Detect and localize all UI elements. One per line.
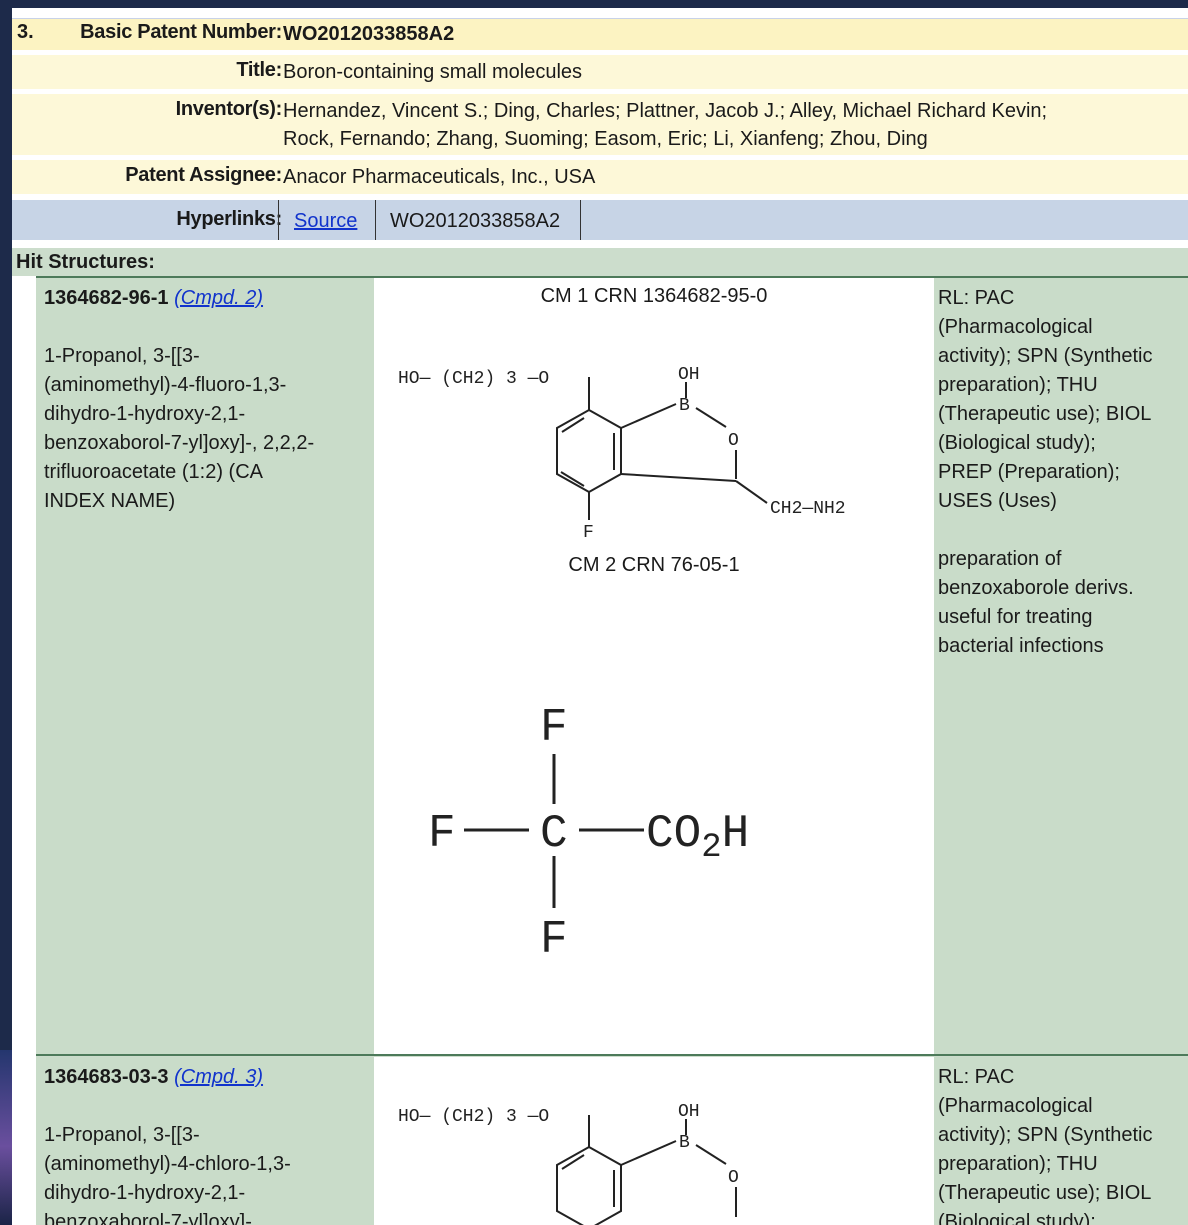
hit-2-identity-cell: 1364683-03-3 (Cmpd. 3) 1-Propanol, 3-[[3… xyxy=(36,1057,374,1225)
hit-1-role-cell: RL: PAC (Pharmacological activity); SPN … xyxy=(934,278,1188,1054)
hit-2-benzoxaborole-structure: HO— (CH2) 3 —O OH B O xyxy=(398,1102,739,1225)
row-assignee: Patent Assignee: Anacor Pharmaceuticals,… xyxy=(12,160,1188,194)
hit-structures-heading: Hit Structures: xyxy=(12,248,1188,276)
carboxyl-group: CO2H xyxy=(646,808,749,867)
hit-1-cm2-label: CM 2 CRN 76-05-1 xyxy=(568,554,740,576)
title-label: Title: xyxy=(236,59,282,81)
carbon-center: C xyxy=(540,808,568,860)
inventors-line-1: Hernandez, Vincent S.; Ding, Charles; Pl… xyxy=(283,100,1048,122)
hyperlinks-label: Hyperlinks: xyxy=(176,208,282,230)
role-line: activity); SPN (Synthetic xyxy=(938,345,1153,367)
name-line: INDEX NAME) xyxy=(44,490,176,512)
hit-2-structure-cell: HO— (CH2) 3 —O OH B O xyxy=(374,1057,934,1225)
description-line: preparation of xyxy=(938,548,1062,570)
hit-1-structure-cell: CM 1 CRN 1364682-95-0 HO— (CH2) 3 — xyxy=(374,278,934,1054)
hit-structures-table: 1364682-96-1 (Cmpd. 2) 1-Propanol, 3-[[3… xyxy=(12,276,1188,1225)
role-line: (Biological study); xyxy=(938,1211,1096,1225)
role-line: preparation); THU xyxy=(938,1153,1098,1175)
carboxyl-subscript: 2 xyxy=(701,829,721,867)
name-line: 1-Propanol, 3-[[3- xyxy=(44,1124,200,1146)
boron-label: B xyxy=(679,1133,690,1153)
row-divider xyxy=(36,1054,1188,1056)
role-line: (Biological study); xyxy=(938,432,1096,454)
name-line: (aminomethyl)-4-fluoro-1,3- xyxy=(44,374,287,396)
name-line: benzoxaborol-7-yl]oxy]-, 2,2,2- xyxy=(44,432,315,454)
oxygen-label: O xyxy=(728,431,739,451)
inventors-label: Inventor(s): xyxy=(175,98,283,120)
name-line: trifluoroacetate (1:2) (CA xyxy=(44,461,263,483)
role-line: USES (Uses) xyxy=(938,490,1057,512)
role-line: activity); SPN (Synthetic xyxy=(938,1124,1153,1146)
description-line: benzoxaborole derivs. xyxy=(938,577,1134,599)
hit-1-chemical-name: 1-Propanol, 3-[[3- (aminomethyl)-4-fluor… xyxy=(44,342,366,516)
role-line: RL: PAC xyxy=(938,1066,1015,1088)
record-number: 3. xyxy=(17,21,34,43)
hit-2-role-cell: RL: PAC (Pharmacological activity); SPN … xyxy=(934,1057,1188,1225)
name-line: (aminomethyl)-4-chloro-1,3- xyxy=(44,1153,291,1175)
boron-label: B xyxy=(679,396,690,416)
hit-2-compound-link[interactable]: (Cmpd. 3) xyxy=(174,1066,264,1088)
row-inventors: Inventor(s): Hernandez, Vincent S.; Ding… xyxy=(12,94,1188,155)
patent-document-link[interactable]: WO2012033858A2 xyxy=(390,210,561,232)
divider xyxy=(278,200,279,240)
divider xyxy=(580,200,581,240)
role-line: (Pharmacological xyxy=(938,316,1093,338)
oxygen-label: O xyxy=(728,1168,739,1188)
trifluoroacetic-acid-structure: F F C CO2H F xyxy=(428,702,749,966)
assignee-label: Patent Assignee: xyxy=(125,164,282,186)
desktop-background-edge xyxy=(0,1050,12,1225)
role-line: (Pharmacological xyxy=(938,1095,1093,1117)
row-patent-number: 3. Basic Patent Number: WO2012033858A2 xyxy=(12,18,1188,50)
hydroxyl-label: OH xyxy=(678,365,700,385)
hit-1-benzoxaborole-structure: HO— (CH2) 3 —O OH B O CH2—NH2 F xyxy=(398,365,846,543)
hit-2-crn: 1364683-03-3 xyxy=(44,1066,169,1088)
carboxyl-h: H xyxy=(722,808,750,860)
row-divider xyxy=(36,276,1188,278)
patent-number-label: Basic Patent Number: xyxy=(80,21,282,43)
name-line: dihydro-1-hydroxy-2,1- xyxy=(44,1182,246,1204)
role-line: RL: PAC xyxy=(938,287,1015,309)
name-line: benzoxaborol-7-yl]oxy]- xyxy=(44,1211,252,1225)
hydroxyl-label: OH xyxy=(678,1102,700,1122)
role-line: preparation); THU xyxy=(938,374,1098,396)
hit-1-identity-cell: 1364682-96-1 (Cmpd. 2) 1-Propanol, 3-[[3… xyxy=(36,278,374,1054)
patent-number: WO2012033858A2 xyxy=(283,23,455,45)
row-title: Title: Boron-containing small molecules xyxy=(12,55,1188,89)
fluorine-left: F xyxy=(428,808,456,860)
table-indent xyxy=(12,276,36,1225)
patent-title: Boron-containing small molecules xyxy=(283,61,583,83)
hit-1-crn: 1364682-96-1 xyxy=(44,287,169,309)
substituent-label: HO— (CH2) 3 —O xyxy=(398,369,549,389)
description-line: useful for treating xyxy=(938,606,1093,628)
role-line: PREP (Preparation); xyxy=(938,461,1120,483)
patent-record: 3. Basic Patent Number: WO2012033858A2 T… xyxy=(12,8,1188,1225)
hit-2-chemical-name: 1-Propanol, 3-[[3- (aminomethyl)-4-chlor… xyxy=(44,1121,366,1225)
name-line: dihydro-1-hydroxy-2,1- xyxy=(44,403,246,425)
name-line: 1-Propanol, 3-[[3- xyxy=(44,345,200,367)
role-line: (Therapeutic use); BIOL xyxy=(938,403,1152,425)
role-line: (Therapeutic use); BIOL xyxy=(938,1182,1152,1204)
patent-assignee: Anacor Pharmaceuticals, Inc., USA xyxy=(283,166,596,188)
divider xyxy=(375,200,376,240)
row-hyperlinks: Hyperlinks: Source WO2012033858A2 xyxy=(12,200,1188,240)
source-link[interactable]: Source xyxy=(294,210,358,232)
aminomethyl-label: CH2—NH2 xyxy=(770,499,846,519)
carboxyl-co: CO xyxy=(646,808,701,860)
hit-1-cm1-label: CM 1 CRN 1364682-95-0 xyxy=(540,285,768,307)
description-line: bacterial infections xyxy=(938,635,1104,657)
fluorine-bottom: F xyxy=(540,914,568,966)
fluoro-label: F xyxy=(583,523,594,543)
hit-1-compound-link[interactable]: (Cmpd. 2) xyxy=(174,287,264,309)
fluorine-top: F xyxy=(540,702,568,754)
inventors-line-2: Rock, Fernando; Zhang, Suoming; Easom, E… xyxy=(283,128,928,150)
substituent-label: HO— (CH2) 3 —O xyxy=(398,1107,549,1127)
